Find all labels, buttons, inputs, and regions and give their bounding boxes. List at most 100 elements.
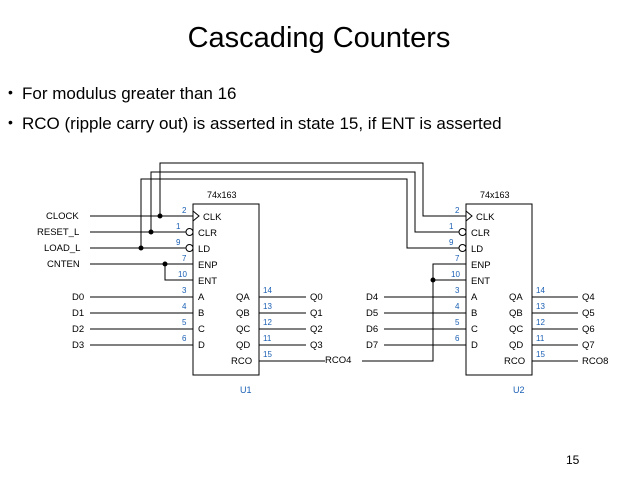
chip-u2-pin-number: 5	[455, 318, 460, 327]
chip-u1-pin-label: CLR	[198, 228, 217, 239]
signal-reset-label: RESET_L	[37, 227, 79, 238]
data-input-label: D7	[366, 340, 378, 351]
rco4-label: RCO4	[325, 355, 351, 366]
wire-reset-to-u2	[150, 171, 459, 233]
bullet-text: RCO (ripple carry out) is asserted in st…	[22, 114, 502, 133]
page-number: 15	[566, 453, 580, 467]
chip-u1-body	[192, 203, 260, 376]
chip-u1-part: 74x163	[207, 190, 237, 200]
chip-u2-pin-number: 2	[455, 206, 460, 215]
chip-u2-pin-number: 1	[449, 222, 454, 231]
data-input-label: D0	[72, 292, 84, 303]
chip-u1-pin-label: ENT	[198, 276, 217, 287]
chip-u2-pin-label: B	[471, 308, 477, 319]
bullet-modulus: • For modulus greater than 16	[8, 84, 237, 104]
output-label: Q7	[582, 340, 595, 351]
chip-u2-out-label: QA	[509, 292, 523, 303]
chip-u2-pin-number: 6	[455, 334, 460, 343]
data-input-label: D3	[72, 340, 84, 351]
chip-u2-pin-label: A	[471, 292, 478, 303]
chip-u2-out-label: QD	[509, 340, 523, 351]
junction-dot	[148, 229, 154, 235]
chip-u1-pin-label: A	[198, 292, 205, 303]
junction-dot	[157, 213, 163, 219]
chip-u2-pin-number: 15	[536, 350, 545, 359]
chip-u1-pin-label: D	[198, 340, 205, 351]
chip-u1-pin-number: 5	[182, 318, 187, 327]
wire-load-to-u2	[140, 178, 459, 249]
chip-u2-pin-number: 11	[536, 334, 545, 343]
signal-clock-label: CLOCK	[46, 211, 79, 222]
chip-u2-pin-label: C	[471, 324, 478, 335]
slide-title: Cascading Counters	[187, 22, 451, 54]
output-label: Q1	[310, 308, 323, 319]
chip-u1-pin-label: C	[198, 324, 205, 335]
chip-u1-pin-number: 14	[263, 286, 272, 295]
chip-u2-pin-number: 12	[536, 318, 545, 327]
junction-dot	[138, 245, 144, 251]
chip-u2-pin-label: CLK	[476, 212, 495, 223]
chip-u1-out-label: QB	[236, 308, 250, 319]
junction-dot	[162, 261, 168, 267]
output-label: Q6	[582, 324, 595, 335]
chip-u1: 74x163 U1 CLK CLR LD ENP ENT A B C D QA …	[176, 190, 272, 395]
chip-u1-pin-number: 6	[182, 334, 187, 343]
chip-u1-pin-number: 12	[263, 318, 272, 327]
bullet-rco: •RCO (ripple carry out) is asserted in s…	[8, 114, 502, 134]
chip-u1-pin-number: 4	[182, 302, 187, 311]
chip-u1-out-label: QC	[236, 324, 250, 335]
bullet-text: For modulus greater than 16	[22, 84, 237, 103]
chip-u1-pin-label: ENP	[198, 260, 218, 271]
chip-u2-clr-bubble	[458, 228, 467, 236]
data-input-label: D4	[366, 292, 378, 303]
wire-cnten-ent	[164, 264, 193, 281]
chip-u2-ref: U2	[513, 385, 525, 395]
output-label: Q3	[310, 340, 323, 351]
chip-u2-pin-number: 7	[455, 254, 460, 263]
signal-cnten-label: CNTEN	[47, 259, 80, 270]
chip-u2-pin-number: 10	[451, 270, 460, 279]
chip-u2-pin-number: 9	[449, 238, 454, 247]
chip-u2-clock-triangle	[465, 210, 473, 222]
chip-u2-ld-bubble	[458, 244, 467, 252]
chip-u2-part: 74x163	[480, 190, 510, 200]
wires	[90, 162, 578, 362]
chip-u1-ld-bubble	[185, 244, 194, 252]
chip-u1-clock-triangle	[192, 210, 200, 222]
chip-u2: 74x163 U2 CLK CLR LD ENP ENT A B C D QA …	[449, 190, 545, 395]
chip-u1-pin-label: CLK	[203, 212, 222, 223]
chip-u2-pin-number: 14	[536, 286, 545, 295]
output-label: Q0	[310, 292, 323, 303]
chip-u1-pin-label: LD	[198, 244, 210, 255]
chip-u1-ref: U1	[240, 385, 252, 395]
chip-u1-pin-number: 13	[263, 302, 272, 311]
bullet-dot-icon: •	[8, 84, 13, 100]
chip-u1-out-label: RCO	[231, 356, 252, 367]
chip-u2-out-label: QB	[509, 308, 523, 319]
chip-u2-pin-label: ENT	[471, 276, 490, 287]
output-label: Q4	[582, 292, 595, 303]
rco8-label: RCO8	[582, 356, 608, 367]
chip-u1-out-label: QD	[236, 340, 250, 351]
chip-u1-pin-number: 2	[182, 206, 187, 215]
chip-u1-pin-number: 9	[176, 238, 181, 247]
junction-dot	[430, 277, 436, 283]
chip-u2-pin-label: D	[471, 340, 478, 351]
chip-u2-out-label: RCO	[504, 356, 525, 367]
chip-u1-pin-number: 7	[182, 254, 187, 263]
output-label: Q5	[582, 308, 595, 319]
chip-u2-pin-label: ENP	[471, 260, 491, 271]
chip-u1-pin-number: 11	[263, 334, 272, 343]
chip-u2-out-label: QC	[509, 324, 523, 335]
data-input-label: D5	[366, 308, 378, 319]
chip-u1-pin-number: 10	[178, 270, 187, 279]
output-label: Q2	[310, 324, 323, 335]
chip-u2-pin-number: 3	[455, 286, 460, 295]
data-input-label: D1	[72, 308, 84, 319]
chip-u2-pin-label: CLR	[471, 228, 490, 239]
chip-u2-pin-number: 4	[455, 302, 460, 311]
chip-u1-pin-number: 1	[176, 222, 181, 231]
chip-u2-pin-number: 13	[536, 302, 545, 311]
chip-u1-clr-bubble	[185, 228, 194, 236]
chip-u1-out-label: QA	[236, 292, 250, 303]
